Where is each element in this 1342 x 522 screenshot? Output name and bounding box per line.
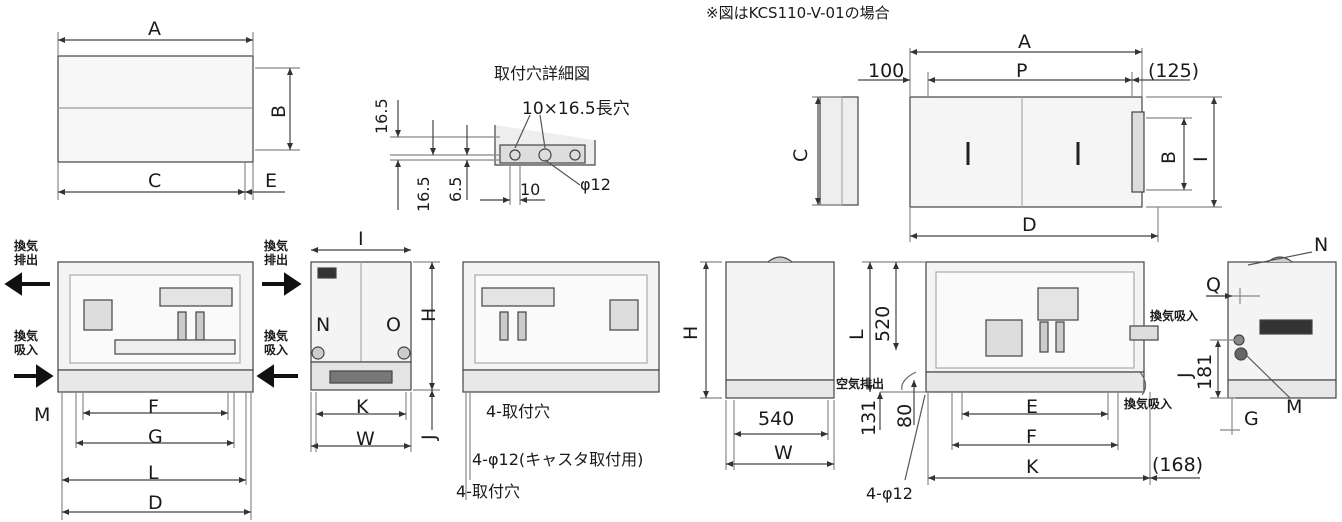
dim-L: L — [148, 462, 159, 484]
left-rear-view — [462, 261, 660, 500]
dim-520: 520 — [872, 305, 894, 342]
dim-E: E — [265, 170, 278, 192]
label-N: N — [316, 314, 331, 336]
air-exhaust-label: 空気排出 — [836, 377, 885, 391]
dim-D-right: D — [1022, 214, 1037, 236]
label-M-left: M — [34, 404, 51, 426]
dim-181: 181 — [1194, 353, 1216, 390]
phi12-holes-label: 4-φ12 — [866, 484, 913, 503]
right-side-view-a — [700, 256, 835, 470]
dim-168: (168) — [1152, 454, 1204, 476]
vent-intake-label-1: 換気吸入 — [1150, 309, 1199, 323]
left-front-view — [57, 261, 254, 520]
dim-G: G — [148, 426, 163, 448]
dim-6-5: 6.5 — [446, 176, 465, 202]
dim-I: I — [358, 228, 364, 250]
vent-intake-label-2: 換気吸入 — [1124, 397, 1173, 411]
left-top-view — [57, 32, 300, 200]
mount-holes-label: 4-取付穴 — [486, 402, 550, 421]
dim-E-right: E — [1026, 396, 1039, 418]
dim-F-right: F — [1026, 426, 1037, 448]
dim-W-right: W — [774, 442, 793, 464]
exhaust-in-left: 換気 吸入 — [14, 329, 39, 357]
right-side-view-b — [1206, 251, 1337, 435]
dim-W: W — [356, 428, 375, 450]
dim-131: 131 — [858, 399, 880, 436]
dim-K: K — [356, 396, 369, 418]
exhaust-out-left: 換気 排出 — [14, 239, 39, 267]
dim-A: A — [148, 18, 161, 40]
dim-125: (125) — [1148, 60, 1200, 82]
right-front-view — [862, 261, 1200, 485]
dim-G-right: G — [1244, 408, 1259, 430]
dim-H: H — [418, 307, 440, 322]
dim-P: P — [1016, 60, 1028, 82]
label-N-right: N — [1314, 234, 1329, 256]
dim-540: 540 — [758, 408, 795, 430]
dim-K-right: K — [1026, 456, 1039, 478]
dim-Q: Q — [1206, 274, 1221, 296]
dim-H-right: H — [680, 325, 702, 340]
mounting-detail-title: 取付穴詳細図 — [494, 64, 591, 83]
dim-J-right: J — [1174, 372, 1196, 378]
exhaust-out-right: 換気 排出 — [264, 239, 289, 267]
dim-80: 80 — [894, 403, 916, 428]
right-top-view — [812, 48, 1222, 242]
dim-L-right: L — [846, 329, 868, 340]
figure-note: ※図はKCS110-V-01の場合 — [706, 4, 890, 22]
dim-J: J — [418, 434, 440, 440]
dim-D: D — [148, 492, 163, 514]
dim-C-right: C — [790, 148, 812, 162]
exhaust-in-right: 換気 吸入 — [264, 329, 289, 357]
dim-16-5-top: 16.5 — [372, 98, 391, 134]
label-O: O — [386, 314, 401, 336]
mount-holes-label-2: 4-取付穴 — [456, 482, 520, 501]
dim-16-5-bottom: 16.5 — [414, 176, 433, 212]
label-M-right: M — [1286, 396, 1303, 418]
dim-100: 100 — [868, 60, 905, 82]
left-side-view — [310, 247, 440, 452]
dim-I-right: I — [1190, 156, 1212, 162]
dim-10: 10 — [520, 180, 541, 199]
dim-C: C — [148, 170, 162, 192]
slot-label: 10×16.5長穴 — [522, 99, 630, 119]
dim-A-right: A — [1018, 31, 1031, 53]
dim-phi12: φ12 — [580, 175, 611, 194]
dim-B-right: B — [1158, 150, 1180, 164]
caster-holes-label: 4-φ12(キャスタ取付用) — [472, 450, 644, 469]
dim-B: B — [268, 104, 290, 118]
mounting-detail — [390, 100, 596, 210]
dim-F: F — [148, 396, 159, 418]
